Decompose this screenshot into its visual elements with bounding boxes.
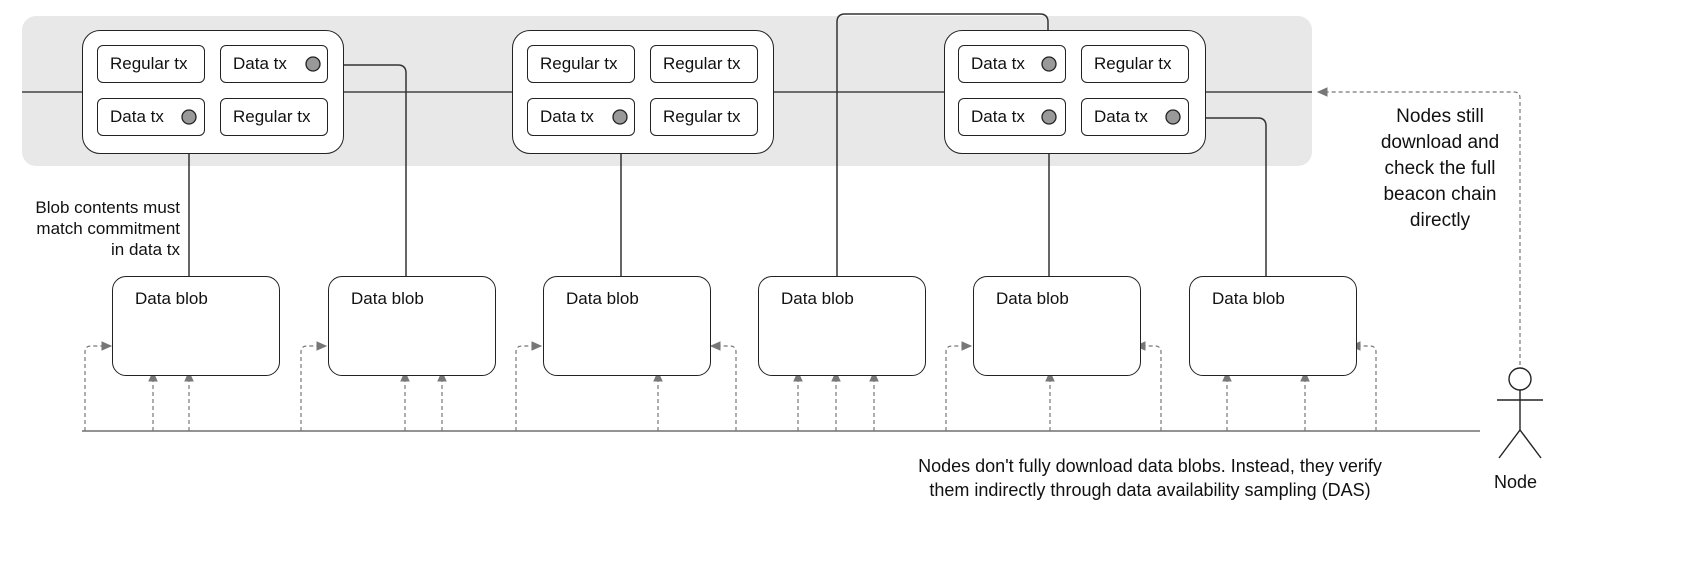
blob-label: Data blob bbox=[781, 289, 854, 308]
commitment-links bbox=[188, 13, 1267, 276]
data-blob-1: Data blob bbox=[112, 276, 280, 376]
data-blob-6: Data blob bbox=[1189, 276, 1357, 376]
sampling-arrows bbox=[84, 87, 1521, 431]
commitment-note: Blob contents must match commitment in d… bbox=[10, 197, 180, 260]
tx-data: Data tx bbox=[220, 45, 328, 83]
tx-regular: Regular tx bbox=[97, 45, 205, 83]
blob-label: Data blob bbox=[351, 289, 424, 308]
data-blob-2: Data blob bbox=[328, 276, 496, 376]
tx-data: Data tx bbox=[97, 98, 205, 136]
beacon-note: Nodes still download and check the full … bbox=[1380, 106, 1500, 231]
node-label: Node bbox=[1494, 472, 1538, 492]
tx-regular: Regular tx bbox=[650, 98, 758, 136]
tx-data: Data tx bbox=[1081, 98, 1189, 136]
blob-label: Data blob bbox=[566, 289, 639, 308]
blob-label: Data blob bbox=[996, 289, 1069, 308]
blob-label: Data blob bbox=[1212, 289, 1285, 308]
data-blob-5: Data blob bbox=[973, 276, 1141, 376]
tx-data: Data tx bbox=[958, 45, 1066, 83]
tx-regular: Regular tx bbox=[527, 45, 635, 83]
tx-data: Data tx bbox=[527, 98, 635, 136]
tx-regular: Regular tx bbox=[1081, 45, 1189, 83]
tx-regular: Regular tx bbox=[650, 45, 758, 83]
data-blob-4: Data blob bbox=[758, 276, 926, 376]
tx-data: Data tx bbox=[958, 98, 1066, 136]
node-person-icon bbox=[1497, 367, 1543, 459]
data-blob-3: Data blob bbox=[543, 276, 711, 376]
tx-regular: Regular tx bbox=[220, 98, 328, 136]
blob-label: Data blob bbox=[135, 289, 208, 308]
das-note: Nodes don't fully download data blobs. I… bbox=[918, 456, 1382, 500]
